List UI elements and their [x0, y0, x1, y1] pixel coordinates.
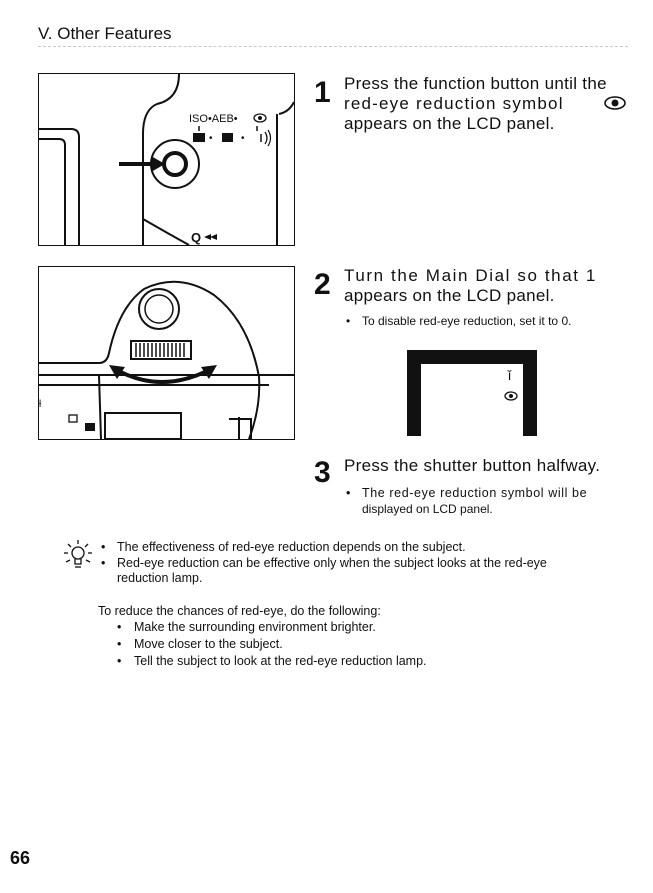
step-3-number: 3	[314, 456, 331, 489]
step-3-bullet-line-1: The red-eye reduction symbol will be	[362, 486, 588, 500]
header-divider	[38, 46, 628, 47]
camera-dial-drawing: ƚ	[39, 280, 294, 439]
step-2-bullet-dot: •	[346, 314, 351, 328]
page-number: 66	[10, 848, 31, 868]
tip-bullet-1: The effectiveness of red-eye reduction d…	[117, 540, 466, 554]
red-eye-icon	[253, 113, 267, 123]
flash-comp-icon	[193, 133, 205, 142]
main-dial	[130, 340, 192, 360]
mark-label: ƚ	[39, 399, 42, 410]
advice-bullet-2-dot: •	[117, 637, 122, 651]
lcd-panel-drawing: ǐ	[407, 350, 537, 436]
camera-dial-illustration: ƚ	[38, 266, 295, 440]
step-1-line-1: Press the function button until the	[344, 74, 607, 93]
iso-aeb-label: ISO•AEB•	[189, 113, 238, 125]
step-3-line-1: Press the shutter button halfway.	[344, 456, 601, 475]
step-1-number: 1	[314, 76, 331, 109]
tip-bullet-2-dot: •	[101, 556, 106, 570]
camera-top-drawing: ISO•AEB• • • Q	[39, 74, 294, 245]
lcd-digit: ǐ	[507, 367, 512, 383]
step-2-bullet: To disable red-eye reduction, set it to …	[362, 314, 572, 328]
tip-bullet-2-line-2: reduction lamp.	[117, 571, 203, 585]
separator-dot: •	[209, 133, 213, 144]
separator-dot-2: •	[241, 133, 245, 144]
advice-item-2: Move closer to the subject.	[134, 637, 283, 651]
step-2-line-2: appears on the LCD panel.	[344, 286, 555, 305]
step-1-line-3: appears on the LCD panel.	[344, 114, 555, 133]
rewind-icon	[204, 234, 217, 240]
red-eye-icon	[504, 391, 518, 401]
quick-control-label: Q	[191, 230, 201, 245]
battery-icon	[222, 133, 233, 142]
step-2-number: 2	[314, 268, 331, 301]
lightbulb-icon	[64, 540, 92, 568]
advice-bullet-3-dot: •	[117, 654, 122, 668]
advice-bullet-1-dot: •	[117, 620, 122, 634]
advice-item-1: Make the surrounding environment brighte…	[134, 620, 376, 634]
step-3-bullet-dot: •	[346, 486, 351, 500]
advice-item-3: Tell the subject to look at the red-eye …	[134, 654, 427, 668]
tip-bullet-1-dot: •	[101, 540, 106, 554]
step-1-line-2: red-eye reduction symbol	[344, 94, 564, 113]
tip-bullet-2-line-1: Red-eye reduction can be effective only …	[117, 556, 547, 570]
lcd-panel-illustration: ǐ	[407, 350, 537, 436]
red-eye-icon	[604, 96, 626, 110]
camera-top-illustration: ISO•AEB• • • Q	[38, 73, 295, 246]
beeper-icon	[260, 129, 272, 147]
step-3-bullet-line-2: displayed on LCD panel.	[362, 502, 493, 516]
step-2-line-1: Turn the Main Dial so that 1	[344, 266, 597, 285]
lcd-window	[104, 412, 182, 439]
rotation-arrow	[114, 367, 212, 384]
advice-intro: To reduce the chances of red-eye, do the…	[98, 604, 381, 618]
section-title: V. Other Features	[38, 24, 172, 43]
